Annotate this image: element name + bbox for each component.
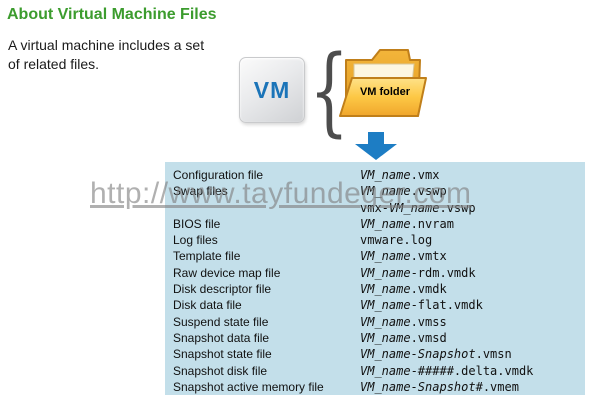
page-title: About Virtual Machine Files [7, 6, 217, 23]
file-name: vmware.log [360, 233, 433, 248]
file-type-label: Disk data file [173, 298, 242, 313]
folder-icon [334, 38, 430, 134]
file-name: VM_name-rdm.vmdk [360, 265, 476, 280]
file-row: Log files vmware.log [173, 232, 585, 248]
file-name: VM_name.vmdk [360, 282, 447, 297]
file-row: Suspend state file VM_name.vmss [173, 314, 585, 330]
file-type-label: Snapshot active memory file [173, 379, 324, 394]
file-type-label: Raw device map file [173, 265, 281, 280]
file-row: Snapshot active memory file VM_name-Snaps… [173, 379, 585, 395]
file-type-label: Suspend state file [173, 314, 269, 329]
file-row: Snapshot disk file VM_name-#####.delta.vm… [173, 363, 585, 379]
file-type-label: Snapshot disk file [173, 363, 268, 378]
file-name: VM_name-Snapshot.vmsn [360, 347, 512, 362]
file-name: VM_name-Snapshot#.vmem [360, 379, 519, 394]
file-name: VM_name.vmsd [360, 330, 447, 345]
file-row: Raw device map file VM_name-rdm.vmdk [173, 265, 585, 281]
file-name: VM_name.vmss [360, 314, 447, 329]
file-type-label: Log files [173, 233, 218, 248]
file-type-label: Snapshot state file [173, 347, 272, 362]
file-type-label: Template file [173, 249, 241, 264]
file-row: Disk descriptor file VM_name.vmdk [173, 281, 585, 297]
file-type-label: Snapshot data file [173, 330, 270, 345]
file-name: VM_name-#####.delta.vmdk [360, 363, 534, 378]
folder-label: VM folder [359, 86, 411, 98]
file-name: VM_name.vmtx [360, 249, 447, 264]
curly-brace: { [309, 35, 350, 147]
file-row: Disk data file VM_name-flat.vmdk [173, 297, 585, 313]
file-row: Snapshot data file VM_name.vmsd [173, 330, 585, 346]
vm-box: VM [239, 57, 305, 123]
folder-icon-svg [339, 49, 427, 117]
file-name: VM_name-flat.vmdk [360, 298, 483, 313]
down-arrow-icon [355, 132, 397, 160]
file-row: Template file VM_name.vmtx [173, 248, 585, 264]
file-name: VM_name.nvram [360, 216, 454, 231]
file-type-label: Configuration file [173, 168, 264, 182]
file-type-label: Swap files [173, 184, 228, 199]
file-type-label: Disk descriptor file [173, 282, 272, 297]
file-row: BIOS file VM_name.nvram [173, 216, 585, 232]
file-name: VM_name.vmx [360, 168, 440, 182]
file-type-label: BIOS file [173, 216, 221, 231]
vm-box-label: VM [253, 76, 291, 103]
file-row: Configuration file VM_name.vmx [173, 167, 585, 183]
file-row: Snapshot state file VM_name-Snapshot.vmsn [173, 346, 585, 362]
subtitle: A virtual machine includes a set of rela… [8, 37, 205, 72]
